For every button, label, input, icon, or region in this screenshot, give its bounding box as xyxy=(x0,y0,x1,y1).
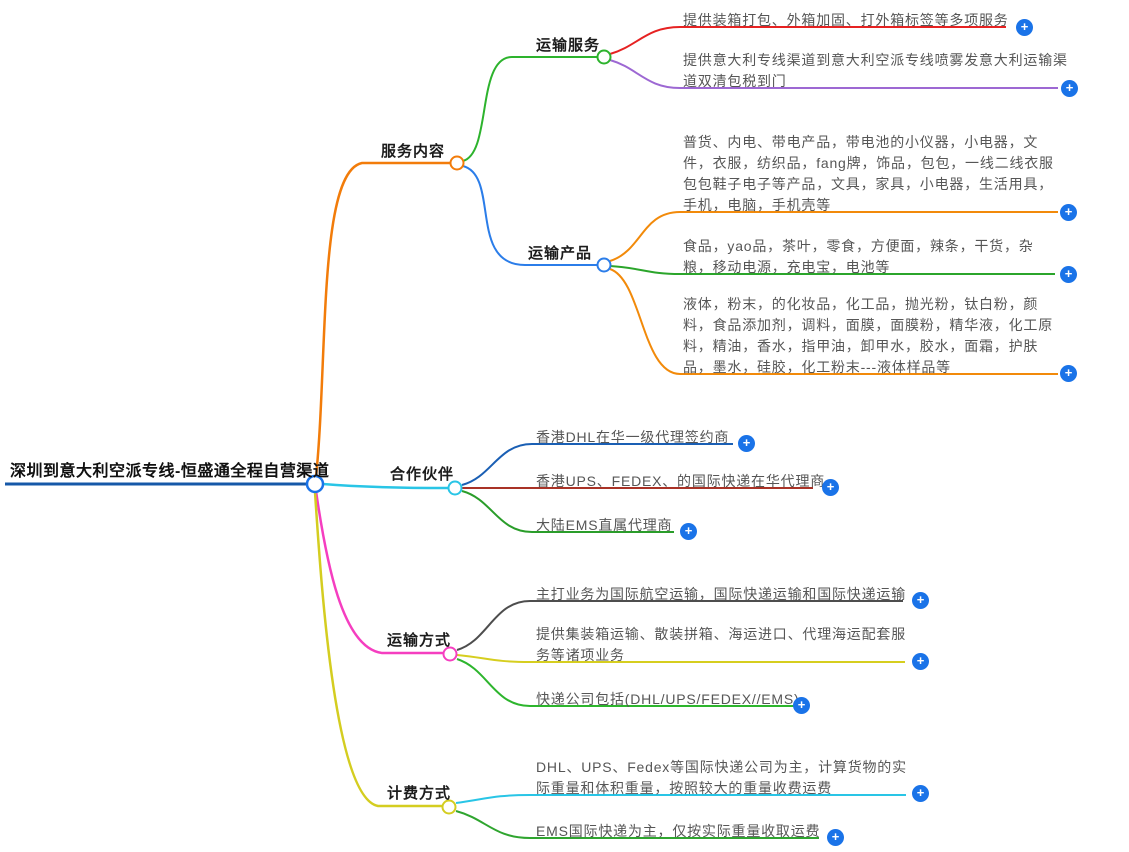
node-toggle-root[interactable] xyxy=(305,474,325,494)
expand-button[interactable]: + xyxy=(1060,266,1077,283)
edge-service-content-transport-service xyxy=(462,56,597,162)
edge-billing-ems xyxy=(455,810,819,839)
node-toggle-transport-service[interactable] xyxy=(596,49,612,65)
node-toggle-partners[interactable] xyxy=(447,480,463,496)
leaf-billing-volumetric[interactable]: DHL、UPS、Fedex等国际快递公司为主，计算货物的实际重量和体积重量，按照… xyxy=(536,759,907,796)
expand-button[interactable]: + xyxy=(1060,204,1077,221)
leaf-liquids-powders[interactable]: 液体，粉末，的化妆品，化工品，抛光粉，钛白粉，颜料，食品添加剂，调料，面膜，面膜… xyxy=(683,296,1053,375)
node-toggle-billing[interactable] xyxy=(441,799,457,815)
branch-label-transport-service[interactable]: 运输服务 xyxy=(536,37,601,54)
leaf-method-container-sea[interactable]: 提供集装箱运输、散装拼箱、海运进口、代理海运配套服务等诸项业务 xyxy=(536,626,906,663)
branch-label-transport-methods[interactable]: 运输方式 xyxy=(387,632,452,649)
leaf-general-goods[interactable]: 普货、内电、带电产品，带电池的小仪器，小电器，文件，衣服，纺织品，fang牌，饰… xyxy=(683,134,1054,213)
node-toggle-transport-products[interactable] xyxy=(596,257,612,273)
leaf-method-courier-companies[interactable]: 快递公司包括(DHL/UPS/FEDEX//EMS) xyxy=(536,691,800,707)
edge-products-food xyxy=(609,265,1055,275)
branch-label-service-content[interactable]: 服务内容 xyxy=(381,143,446,160)
expand-button[interactable]: + xyxy=(827,829,844,846)
expand-button[interactable]: + xyxy=(912,785,929,802)
edge-partners-ems xyxy=(461,490,674,533)
expand-button[interactable]: + xyxy=(680,523,697,540)
edge-products-general-goods xyxy=(609,211,1058,262)
root-topic[interactable]: 深圳到意大利空派专线-恒盛通全程自营渠道 xyxy=(10,463,330,480)
leaf-partner-dhl[interactable]: 香港DHL在华一级代理签约商 xyxy=(536,429,730,445)
expand-button[interactable]: + xyxy=(912,653,929,670)
edge-transport-service-italy-line xyxy=(609,59,1058,89)
branch-label-partners[interactable]: 合作伙伴 xyxy=(390,466,455,483)
edge-root-transport-methods xyxy=(314,490,443,655)
expand-button[interactable]: + xyxy=(1061,80,1078,97)
edge-methods-couriers xyxy=(456,658,796,707)
edge-root-billing xyxy=(313,491,442,808)
leaf-italy-line-door-to-door[interactable]: 提供意大利专线渠道到意大利空派专线喷雾发意大利运输渠道双清包税到门 xyxy=(683,52,1068,89)
edge-billing-dhl-ups-fedex xyxy=(455,794,906,804)
expand-button[interactable]: + xyxy=(822,479,839,496)
edge-products-liquids xyxy=(609,268,1058,375)
expand-button[interactable]: + xyxy=(1016,19,1033,36)
edge-transport-service-packing xyxy=(609,26,1006,55)
leaf-billing-actual-weight[interactable]: EMS国际快递为主，仅按实际重量收取运费 xyxy=(536,823,821,839)
edge-root-service-content xyxy=(314,161,450,478)
leaf-food-items[interactable]: 食品，yao品，茶叶，零食，方便面，辣条，干货，杂粮，移动电源，充电宝，电池等 xyxy=(683,238,1034,275)
leaf-packing-services[interactable]: 提供装箱打包、外箱加固、打外箱标签等多项服务 xyxy=(683,12,1009,28)
expand-button[interactable]: + xyxy=(793,697,810,714)
edge-partners-dhl xyxy=(461,443,733,486)
expand-button[interactable]: + xyxy=(1060,365,1077,382)
expand-button[interactable]: + xyxy=(738,435,755,452)
edge-methods-air xyxy=(456,600,903,651)
edge-methods-container xyxy=(456,654,905,663)
branch-label-transport-products[interactable]: 运输产品 xyxy=(528,245,593,262)
node-toggle-transport-methods[interactable] xyxy=(442,646,458,662)
node-toggle-service-content[interactable] xyxy=(449,155,465,171)
leaf-partner-ems[interactable]: 大陆EMS直属代理商 xyxy=(536,517,673,533)
leaf-method-air-express[interactable]: 主打业务为国际航空运输，国际快递运输和国际快递运输 xyxy=(536,586,906,602)
edge-root-partners xyxy=(322,482,449,490)
leaf-partner-ups-fedex[interactable]: 香港UPS、FEDEX、的国际快递在华代理商 xyxy=(536,473,826,489)
edge-service-content-transport-products xyxy=(462,165,597,266)
expand-button[interactable]: + xyxy=(912,592,929,609)
branch-label-billing[interactable]: 计费方式 xyxy=(387,785,452,802)
